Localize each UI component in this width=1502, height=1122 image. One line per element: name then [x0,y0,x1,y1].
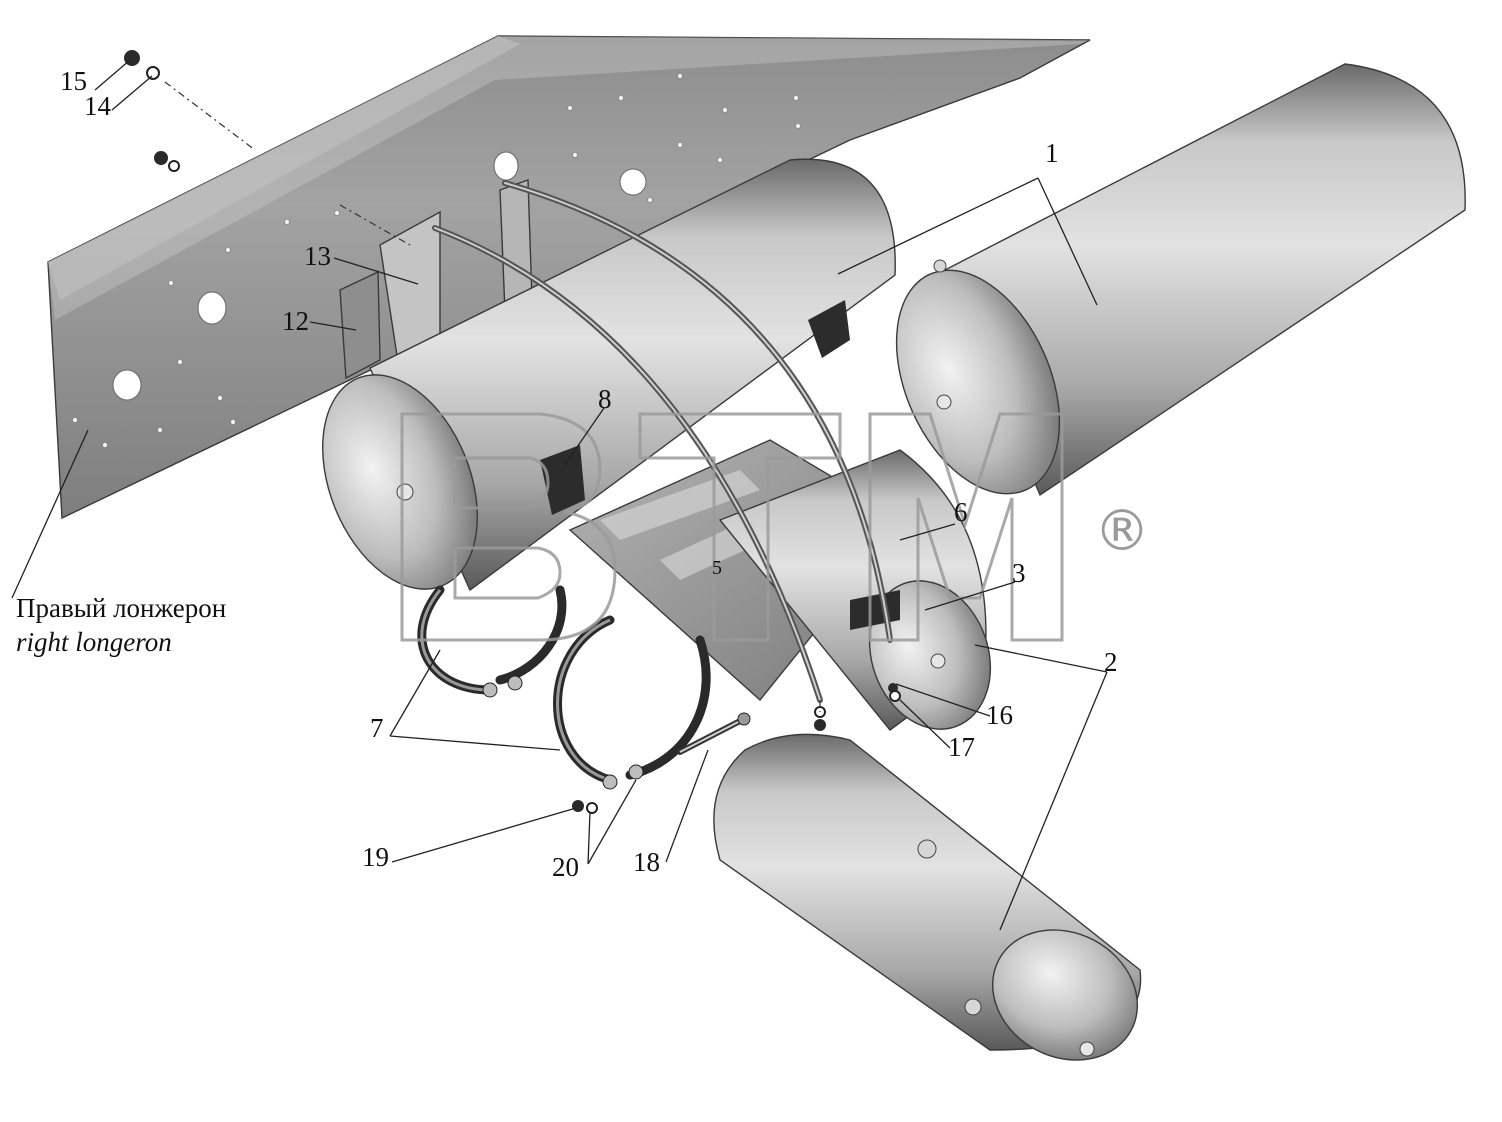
leader-lines [11,59,1108,931]
callout-7: 7 [370,713,384,743]
callout-12: 12 [282,306,309,336]
frame-holes [72,73,801,448]
longeron-label-en: right longeron [16,627,172,657]
assembly-axis-lines [164,81,821,712]
longeron-caption: Правый лонжерон right longeron [16,593,226,657]
mounting-strap-icon [417,585,711,790]
registered-mark: ® [1094,499,1150,564]
air-receiver-tank-icon [895,63,1466,497]
callout-19: 19 [362,842,389,872]
callout-18: 18 [633,847,660,877]
callout-labels: 1 2 3 5 6 7 8 12 13 14 15 16 17 18 19 20 [60,66,1118,882]
callout-1: 1 [1045,138,1059,168]
callout-5: 5 [712,557,722,579]
callout-16: 16 [986,700,1013,730]
callout-8: 8 [598,384,612,414]
air-receiver-tank-icon [713,733,1142,1061]
callout-6: 6 [954,497,968,527]
watermark-logo: ® [400,412,1150,642]
longeron-label-ru: Правый лонжерон [16,593,226,623]
air-receiver-tank-icon [322,158,896,592]
bolt-icon [677,712,751,755]
callout-15: 15 [60,66,87,96]
callout-17: 17 [948,732,975,762]
callout-14: 14 [84,91,112,121]
mounting-bracket-icon [339,179,533,380]
callout-20: 20 [552,852,579,882]
callout-13: 13 [304,241,331,271]
chassis-longeron-icon [47,35,1091,520]
callout-3: 3 [1012,558,1026,588]
callout-2: 2 [1104,647,1118,677]
